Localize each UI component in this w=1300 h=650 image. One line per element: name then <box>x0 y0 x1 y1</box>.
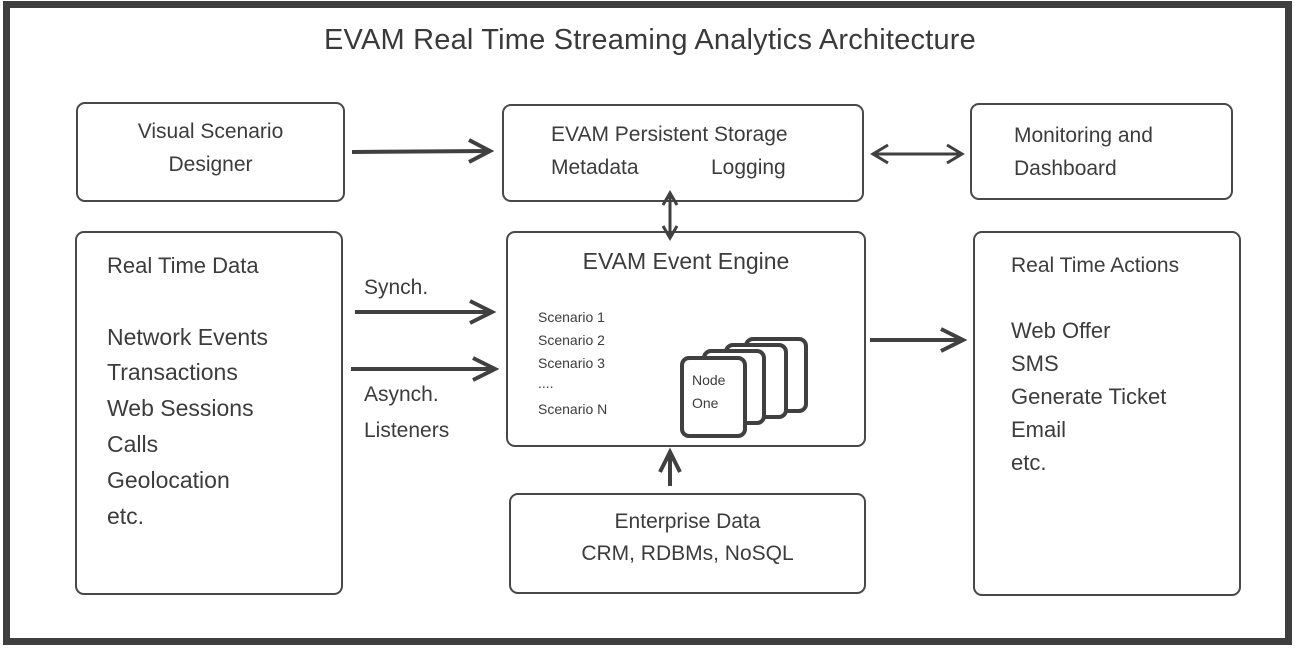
real-time-actions-box: Real Time Actions Web Offer SMS Generate… <box>973 231 1241 596</box>
monitoring-line-2: Dashboard <box>1014 157 1117 180</box>
node-label-1: Node <box>692 372 726 388</box>
enterprise-title: Enterprise Data <box>614 510 761 533</box>
rtd-item-network-events: Network Events <box>107 324 269 350</box>
enterprise-sources: CRM, RDBMs, NoSQL <box>581 542 794 565</box>
rtd-item-geolocation: Geolocation <box>107 467 230 493</box>
asynch-label: Asynch. <box>364 383 439 406</box>
action-web-offer: Web Offer <box>1011 318 1111 343</box>
scenario-1: Scenario 1 <box>538 309 605 325</box>
action-sms: SMS <box>1011 351 1059 376</box>
rtd-item-etc: etc. <box>107 503 145 529</box>
action-etc: etc. <box>1011 450 1047 475</box>
scenario-2: Scenario 2 <box>538 332 605 348</box>
storage-item-logging: Logging <box>711 156 786 179</box>
diagram-title: EVAM Real Time Streaming Analytics Archi… <box>324 24 976 56</box>
monitoring-dashboard-box: Monitoring and Dashboard <box>970 103 1233 200</box>
scenario-n: Scenario N <box>538 401 608 417</box>
visual-scenario-designer-box: Visual Scenario Designer <box>76 102 345 202</box>
scenario-ellipsis: .... <box>538 375 554 391</box>
action-email: Email <box>1011 417 1067 442</box>
actions-title: Real Time Actions <box>1011 254 1180 277</box>
node-label-2: One <box>692 395 719 411</box>
storage-item-metadata: Metadata <box>551 156 639 179</box>
designer-line-1: Visual Scenario <box>137 120 284 143</box>
synch-label: Synch. <box>364 276 429 299</box>
node-card-one: Node One <box>680 356 747 438</box>
persistent-storage-box: EVAM Persistent Storage Metadata Logging <box>502 104 864 202</box>
rtd-item-web-sessions: Web Sessions <box>107 395 254 421</box>
event-engine-title: EVAM Event Engine <box>582 248 790 274</box>
real-time-data-box: Real Time Data Network Events Transactio… <box>75 231 343 595</box>
scenario-3: Scenario 3 <box>538 355 605 371</box>
listeners-label: Listeners <box>364 419 450 442</box>
enterprise-data-box: Enterprise Data CRM, RDBMs, NoSQL <box>509 493 866 594</box>
action-generate-ticket: Generate Ticket <box>1011 384 1167 409</box>
rtd-item-calls: Calls <box>107 431 159 457</box>
event-engine-box: EVAM Event Engine Scenario 1 Scenario 2 … <box>506 231 866 447</box>
monitoring-line-1: Monitoring and <box>1014 124 1153 147</box>
real-time-data-title: Real Time Data <box>107 253 259 278</box>
rtd-item-transactions: Transactions <box>107 359 238 385</box>
designer-line-2: Designer <box>168 153 253 176</box>
storage-title: EVAM Persistent Storage <box>551 123 788 146</box>
